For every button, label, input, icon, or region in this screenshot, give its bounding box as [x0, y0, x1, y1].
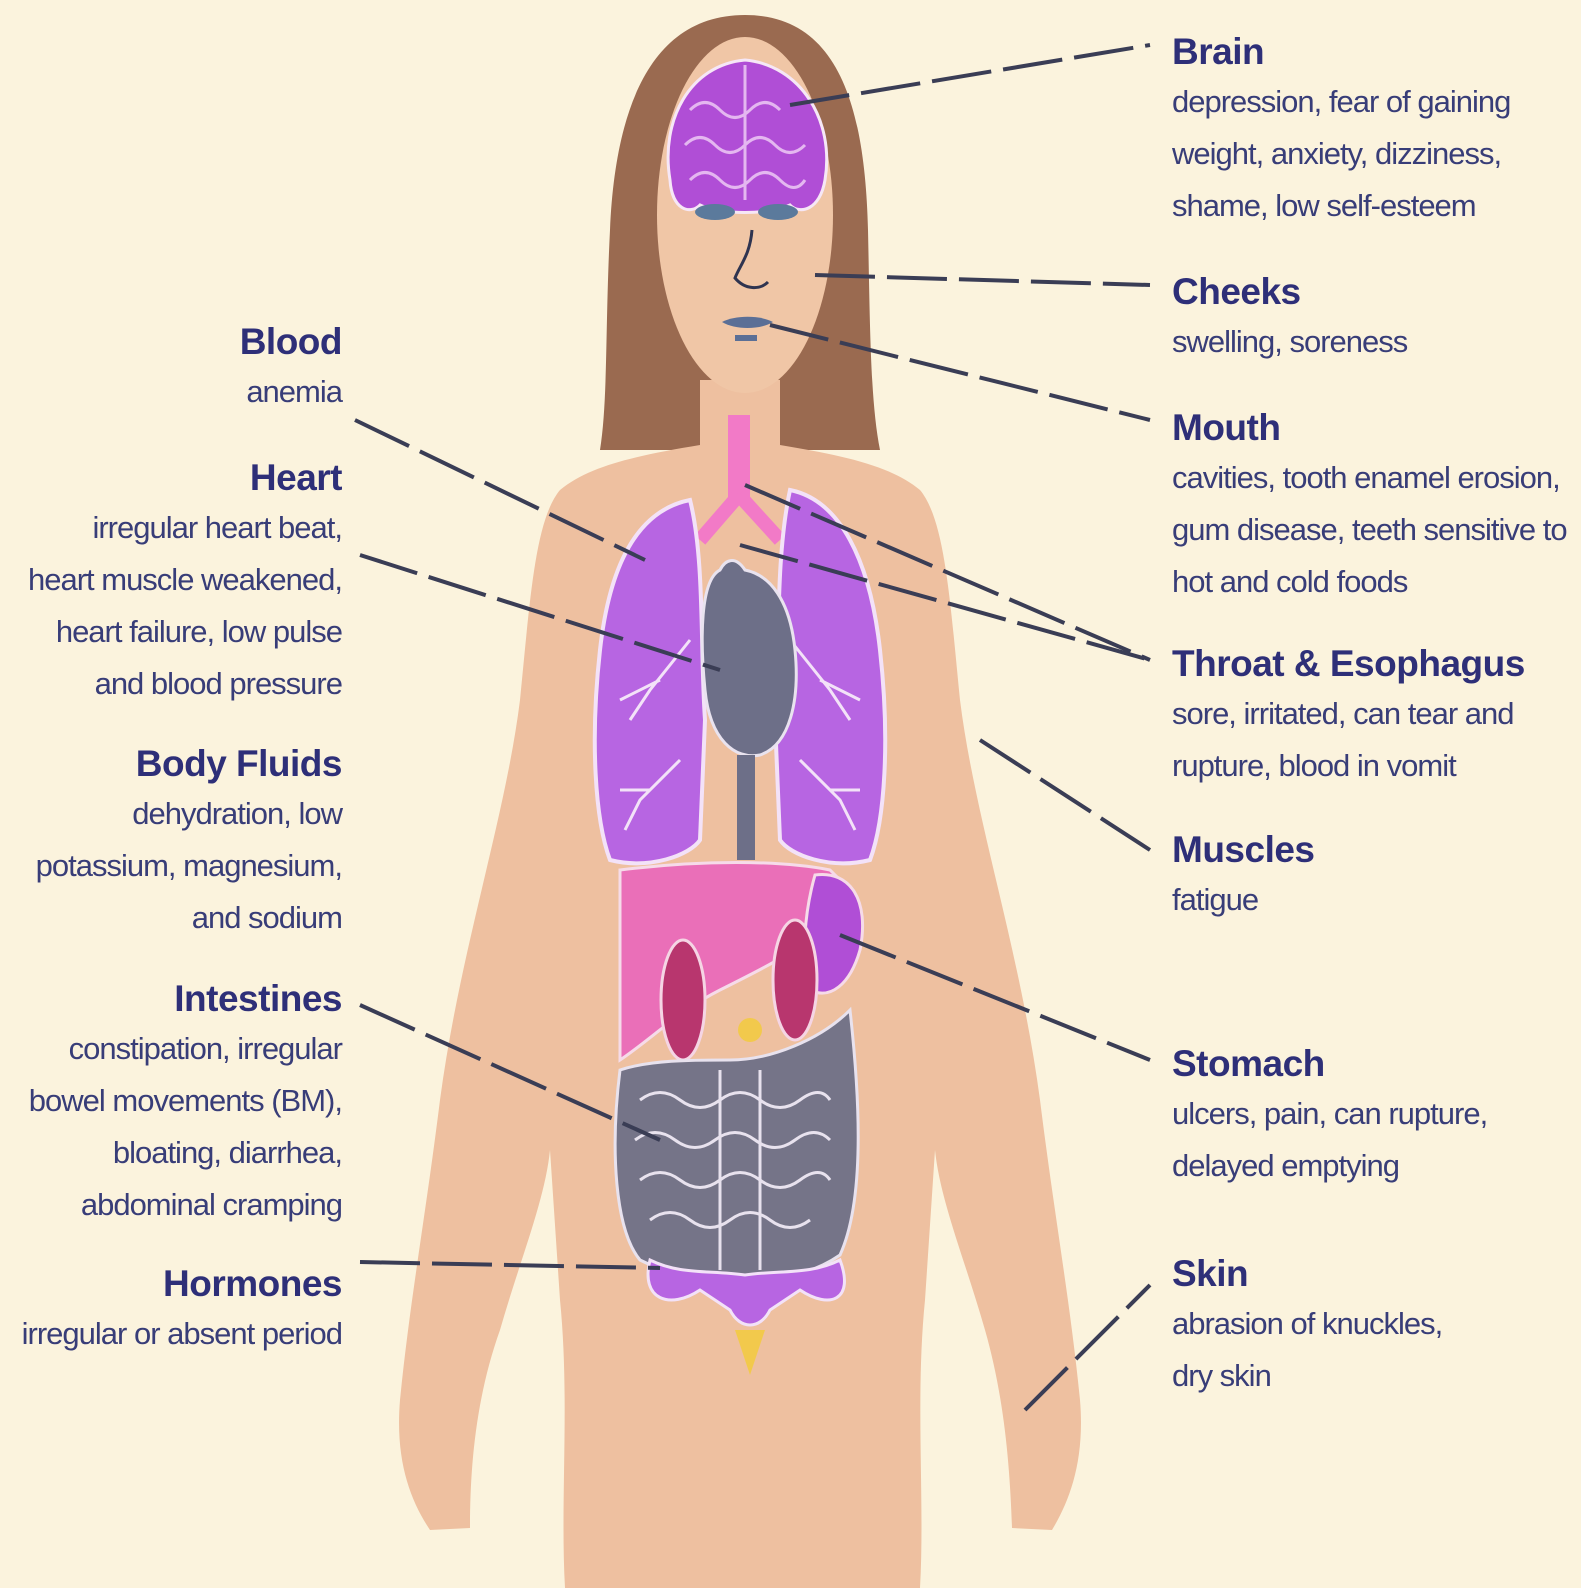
- label-title: Intestines: [0, 975, 342, 1023]
- label-line: anemia: [0, 366, 342, 418]
- label-body-fluids: Body Fluids dehydration, low potassium, …: [0, 740, 342, 944]
- label-cheeks: Cheeks swelling, soreness: [1172, 268, 1572, 368]
- label-line: and sodium: [0, 892, 342, 944]
- label-line: constipation, irregular: [0, 1023, 342, 1075]
- right-kidney: [773, 920, 817, 1040]
- label-skin: Skin abrasion of knuckles, dry skin: [1172, 1250, 1572, 1402]
- label-line: bowel movements (BM),: [0, 1075, 342, 1127]
- left-eye: [695, 204, 735, 220]
- label-line: delayed emptying: [1172, 1140, 1572, 1192]
- label-blood: Blood anemia: [0, 318, 342, 418]
- label-mouth: Mouth cavities, tooth enamel erosion, gu…: [1172, 404, 1577, 608]
- label-line: shame, low self-esteem: [1172, 180, 1572, 232]
- label-hormones: Hormones irregular or absent period: [0, 1260, 342, 1360]
- label-line: sore, irritated, can tear and: [1172, 688, 1572, 740]
- trachea: [728, 415, 750, 505]
- label-line: ulcers, pain, can rupture,: [1172, 1088, 1572, 1140]
- label-muscles: Muscles fatigue: [1172, 826, 1572, 926]
- label-line: hot and cold foods: [1172, 556, 1577, 608]
- label-title: Cheeks: [1172, 268, 1572, 316]
- label-throat-esophagus: Throat & Esophagus sore, irritated, can …: [1172, 640, 1572, 792]
- label-line: gum disease, teeth sensitive to: [1172, 504, 1577, 556]
- left-kidney: [661, 940, 705, 1060]
- label-title: Blood: [0, 318, 342, 366]
- label-line: weight, anxiety, dizziness,: [1172, 128, 1572, 180]
- label-line: depression, fear of gaining: [1172, 76, 1572, 128]
- label-line: heart muscle weakened,: [0, 554, 342, 606]
- label-line: and blood pressure: [0, 658, 342, 710]
- leader-muscles: [980, 740, 1150, 850]
- label-line: cavities, tooth enamel erosion,: [1172, 452, 1577, 504]
- label-title: Body Fluids: [0, 740, 342, 788]
- leader-brain: [790, 45, 1150, 105]
- label-title: Brain: [1172, 28, 1572, 76]
- label-title: Stomach: [1172, 1040, 1572, 1088]
- label-line: dry skin: [1172, 1350, 1572, 1402]
- label-line: dehydration, low: [0, 788, 342, 840]
- esophagus: [737, 755, 755, 860]
- label-brain: Brain depression, fear of gaining weight…: [1172, 28, 1572, 232]
- label-line: bloating, diarrhea,: [0, 1127, 342, 1179]
- label-line: heart failure, low pulse: [0, 606, 342, 658]
- label-title: Skin: [1172, 1250, 1572, 1298]
- label-title: Mouth: [1172, 404, 1577, 452]
- pancreas-spot: [738, 1018, 762, 1042]
- label-line: irregular heart beat,: [0, 502, 342, 554]
- label-line: swelling, soreness: [1172, 316, 1572, 368]
- label-line: abrasion of knuckles,: [1172, 1298, 1572, 1350]
- label-line: rupture, blood in vomit: [1172, 740, 1572, 792]
- label-title: Throat & Esophagus: [1172, 640, 1572, 688]
- label-title: Hormones: [0, 1260, 342, 1308]
- right-eye: [758, 204, 798, 220]
- label-line: fatigue: [1172, 874, 1572, 926]
- label-heart: Heart irregular heart beat, heart muscle…: [0, 454, 342, 710]
- chin-mark: [735, 335, 757, 341]
- label-line: irregular or absent period: [0, 1308, 342, 1360]
- label-title: Muscles: [1172, 826, 1572, 874]
- label-title: Heart: [0, 454, 342, 502]
- label-stomach: Stomach ulcers, pain, can rupture, delay…: [1172, 1040, 1572, 1192]
- label-line: abdominal cramping: [0, 1179, 342, 1231]
- label-line: potassium, magnesium,: [0, 840, 342, 892]
- body-silhouette: [399, 380, 1081, 1588]
- label-intestines: Intestines constipation, irregular bowel…: [0, 975, 342, 1231]
